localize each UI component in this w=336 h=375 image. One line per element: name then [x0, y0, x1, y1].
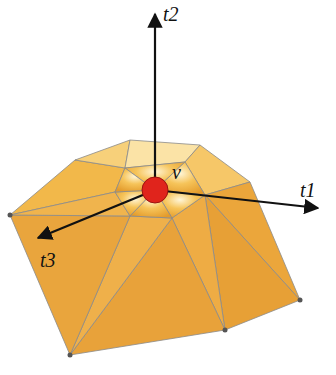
axis-label: t1	[300, 180, 316, 200]
axis-label: t3	[40, 250, 56, 270]
axis-label: t2	[163, 4, 179, 24]
vertex-label: v	[172, 162, 181, 182]
vertex-dot	[142, 177, 168, 203]
tangent-arrows	[38, 14, 318, 238]
